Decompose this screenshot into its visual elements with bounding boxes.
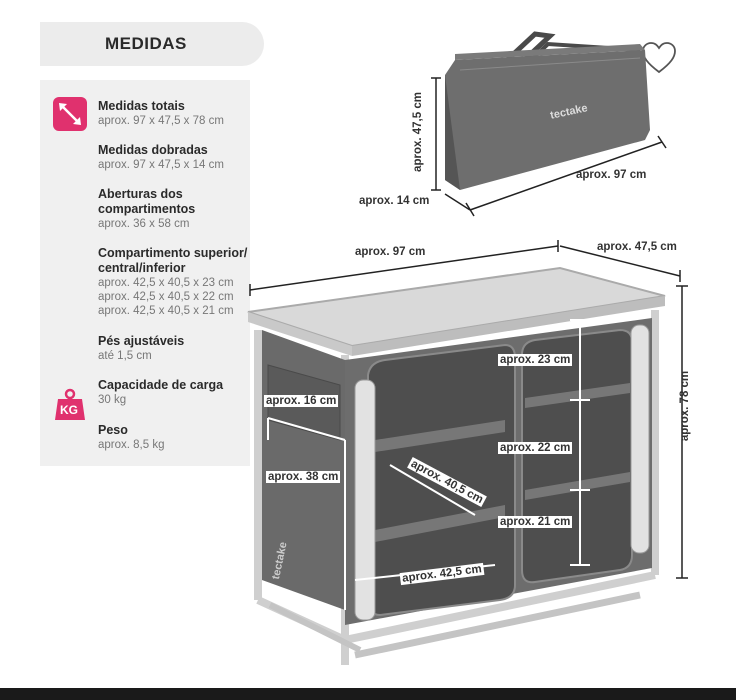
middle-compartment-label: aprox. 22 cm bbox=[498, 442, 573, 454]
shelf-width-label: aprox. 42,5 cm bbox=[399, 562, 485, 586]
spec-value: aprox. 42,5 x 40,5 x 23 cm bbox=[98, 277, 234, 289]
pocket-label: aprox. 16 cm bbox=[264, 395, 339, 407]
section-header: MEDIDAS bbox=[40, 22, 264, 66]
heart-icon[interactable] bbox=[641, 41, 677, 75]
bag-brand: tectake bbox=[549, 102, 589, 122]
spec-value: aprox. 97 x 47,5 x 78 cm bbox=[98, 115, 224, 127]
unit-brand: tectake bbox=[270, 540, 290, 581]
unit-depth-label: aprox. 47,5 cm bbox=[597, 241, 677, 253]
spec-total-size: Medidas totais aprox. 97 x 47,5 x 78 cm bbox=[98, 99, 258, 128]
spec-openings: Aberturas dos compartimentos aprox. 36 x… bbox=[98, 187, 258, 231]
spec-value: aprox. 8,5 kg bbox=[98, 439, 165, 451]
unit-width-label: aprox. 97 cm bbox=[355, 246, 426, 258]
bag-depth-label: aprox. 14 cm bbox=[359, 195, 430, 207]
spec-folded-size: Medidas dobradas aprox. 97 x 47,5 x 14 c… bbox=[98, 143, 258, 172]
spec-value: aprox. 97 x 47,5 x 14 cm bbox=[98, 159, 224, 171]
unit-height-label: aprox. 78 cm bbox=[679, 370, 692, 442]
bottom-compartment-label: aprox. 21 cm bbox=[498, 516, 573, 528]
kg-weight-icon: KG bbox=[53, 388, 87, 422]
spec-value: 30 kg bbox=[98, 394, 127, 406]
spec-value: até 1,5 cm bbox=[98, 350, 152, 362]
shelf-depth-label: aprox. 40,5 cm bbox=[407, 457, 487, 507]
spec-weight: Peso aprox. 8,5 kg bbox=[98, 423, 258, 452]
diagonal-arrows-icon bbox=[53, 97, 87, 131]
spec-title: Medidas totais bbox=[98, 99, 185, 113]
spec-load: Capacidade de carga 30 kg bbox=[98, 378, 258, 407]
specs-panel: KG Medidas totais aprox. 97 x 47,5 x 78 … bbox=[40, 80, 250, 466]
spec-title: Aberturas dos compartimentos bbox=[98, 187, 196, 216]
spec-title: Pés ajustáveis bbox=[98, 334, 185, 348]
spec-feet: Pés ajustáveis até 1,5 cm bbox=[98, 334, 258, 363]
spec-title: Capacidade de carga bbox=[98, 378, 224, 392]
bag-height-label: aprox. 47,5 cm bbox=[411, 92, 424, 172]
top-compartment-label: aprox. 23 cm bbox=[498, 354, 573, 366]
spec-compartments: Compartimento superior/ central/inferior… bbox=[98, 246, 258, 318]
section-title: MEDIDAS bbox=[105, 34, 187, 53]
bag-width-label: aprox. 97 cm bbox=[576, 169, 647, 181]
side-label: aprox. 38 cm bbox=[266, 471, 341, 483]
spec-value: aprox. 42,5 x 40,5 x 22 cm bbox=[98, 291, 234, 303]
spec-title: Peso bbox=[98, 423, 128, 437]
kg-label: KG bbox=[60, 403, 78, 417]
spec-value: aprox. 42,5 x 40,5 x 21 cm bbox=[98, 305, 234, 317]
spec-title: Compartimento superior/ central/inferior bbox=[98, 246, 248, 275]
spec-value: aprox. 36 x 58 cm bbox=[98, 218, 190, 230]
bottom-bar bbox=[0, 688, 736, 700]
spec-title: Medidas dobradas bbox=[98, 143, 208, 157]
